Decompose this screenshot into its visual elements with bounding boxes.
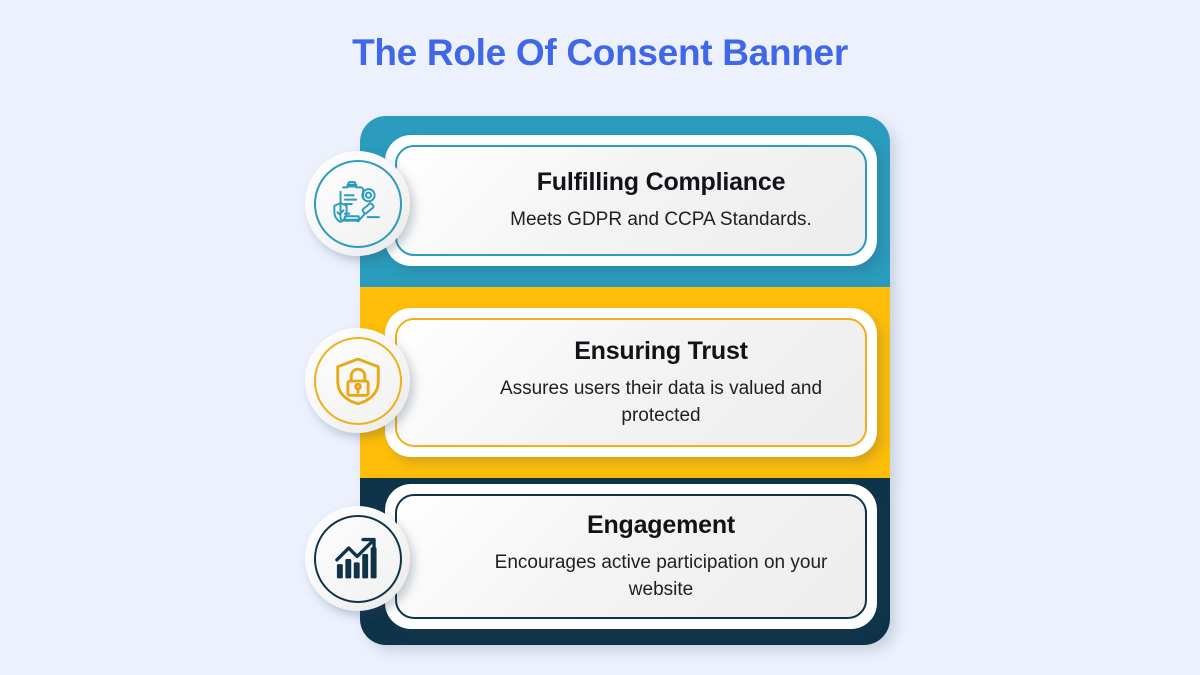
card-title: Ensuring Trust — [574, 336, 748, 365]
badge-ring — [313, 514, 402, 603]
card-ensuring-trust[interactable]: Ensuring Trust Assures users their data … — [385, 308, 877, 457]
card-description: Assures users their data is valued and p… — [499, 377, 823, 426]
compliance-clipboard-gavel-icon — [330, 176, 386, 232]
card-inner-panel: Fulfilling Compliance Meets GDPR and CCP… — [395, 145, 867, 256]
card-engagement[interactable]: Engagement Encourages active participati… — [385, 484, 877, 629]
card-icon-badge-trust — [305, 328, 410, 433]
card-icon-badge-engagement — [305, 506, 410, 611]
card-icon-badge-compliance — [305, 151, 410, 256]
cards-stack: Fulfilling Compliance Meets GDPR and CCP… — [305, 116, 890, 645]
card-title: Engagement — [586, 510, 736, 539]
shield-lock-icon — [331, 354, 385, 408]
badge-ring — [313, 336, 402, 425]
badge-ring — [313, 159, 402, 248]
page-title: The Role Of Consent Banner — [352, 32, 848, 73]
card-description: Meets GDPR and CCPA Standards. — [510, 209, 812, 231]
card-inner-panel: Engagement Encourages active participati… — [395, 494, 867, 619]
card-title: Fulfilling Compliance — [536, 168, 786, 197]
growth-bar-chart-arrow-icon — [331, 532, 385, 586]
card-fulfilling-compliance[interactable]: Fulfilling Compliance Meets GDPR and CCP… — [385, 135, 877, 266]
card-inner-panel: Ensuring Trust Assures users their data … — [395, 318, 867, 447]
card-description: Encourages active participation on your … — [494, 551, 828, 600]
